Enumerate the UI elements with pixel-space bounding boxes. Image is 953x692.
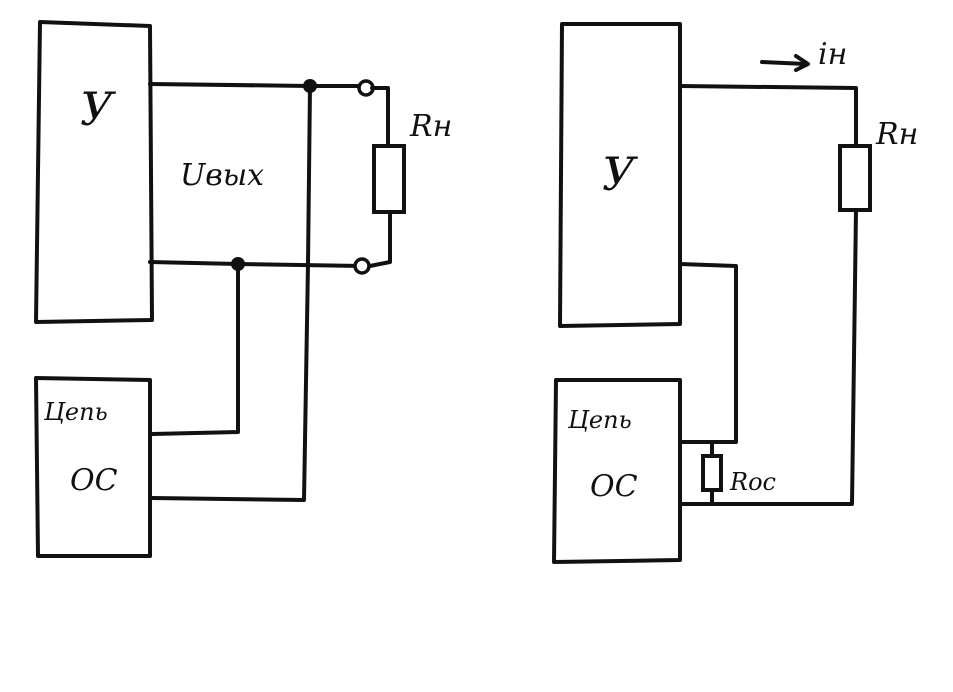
left-voltage-block-right-edge — [306, 84, 312, 266]
right-feedback-label-line2: ОС — [590, 469, 638, 504]
left-feedback-label-line1: Цепь — [43, 398, 108, 426]
right-current-label: iн — [818, 37, 847, 72]
left-feedback-wire-1 — [150, 262, 240, 436]
left-amplifier-label: У — [80, 82, 117, 136]
left-amplifier-block — [34, 20, 154, 324]
right-feedback-label-line1: Цепь — [567, 406, 632, 434]
right-current-arrow — [760, 54, 810, 72]
left-load-resistor — [372, 144, 406, 214]
right-feedback-resistor — [701, 454, 723, 492]
left-output-bottom-wire — [148, 260, 364, 268]
right-output-bottom-wire — [678, 262, 738, 444]
left-output-top-wire — [148, 82, 364, 88]
left-feedback-wire-2 — [150, 262, 310, 502]
left-output-voltage-label: Uвых — [180, 158, 264, 193]
right-load-label: Rн — [875, 117, 918, 152]
right-feedback-block — [552, 378, 682, 564]
left-circuit: У Uвых Rн Цепь ОС — [34, 20, 452, 558]
left-output-terminal-bottom — [353, 257, 371, 275]
left-load-wire — [368, 86, 392, 268]
left-load-label: Rн — [409, 109, 452, 144]
right-load-return-wire — [680, 208, 858, 506]
left-feedback-label-line2: ОС — [70, 463, 118, 498]
right-load-resistor — [838, 144, 872, 212]
right-feedback-resistor-label: Rос — [729, 468, 776, 496]
right-output-top-wire — [678, 84, 858, 148]
left-feedback-block — [34, 376, 152, 558]
right-amplifier-block — [558, 22, 682, 328]
left-junction-top — [303, 79, 317, 93]
right-amplifier-label: У — [602, 147, 639, 201]
right-circuit: У iн Rн Rос Цепь ОС — [552, 22, 918, 564]
